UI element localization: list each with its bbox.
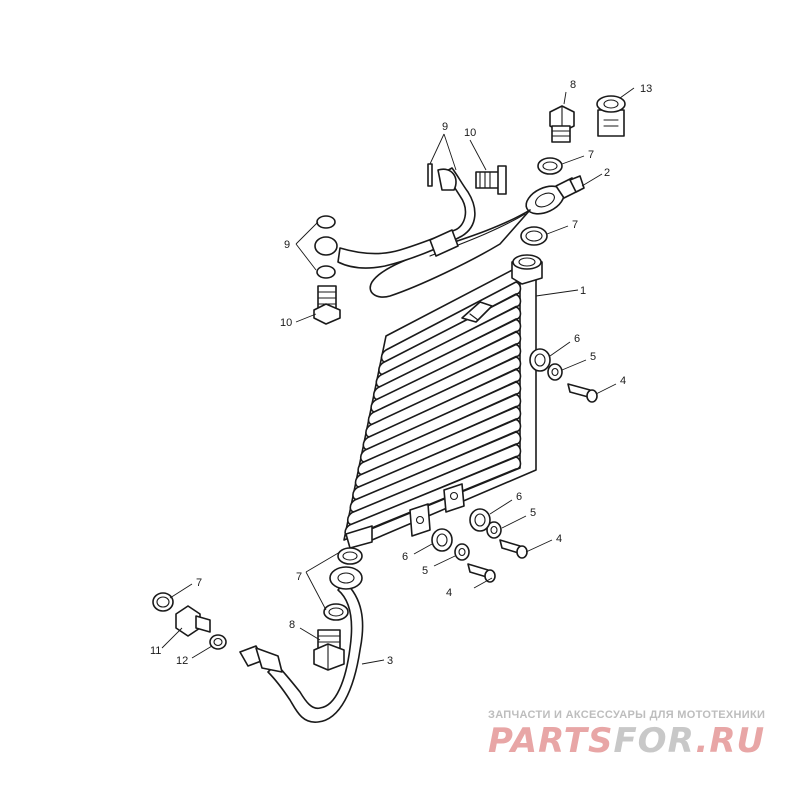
callout-7d: 7 [196,577,202,589]
oil-cooler-radiator [343,254,543,549]
callout-9b: 9 [284,239,290,251]
watermark-logo-ru: .RU [695,721,765,761]
upper-banjo-fitting [525,175,585,215]
callout-labels: 1 2 3 4 4 4 5 5 5 6 6 6 7 7 7 7 8 8 9 9 … [150,79,652,667]
banjo-bolt-8-top [549,105,575,143]
callout-12: 12 [176,655,188,667]
callout-7c: 7 [296,571,302,583]
callout-4c: 4 [446,587,452,599]
cooler-fins [344,281,522,538]
o-ring-7-left [152,592,174,612]
callout-5a: 5 [590,351,596,363]
callout-13: 13 [640,83,652,95]
o-ring-7-top [537,157,563,175]
callout-6b: 6 [516,491,522,503]
watermark-logo-parts: PARTS [488,721,613,761]
callout-1: 1 [580,285,586,297]
watermark-logo-for: FOR [613,721,695,761]
upper-oil-hose [337,167,531,298]
callout-6c: 6 [402,551,408,563]
cooler-fin [344,456,522,538]
watermark: ЗАПЧАСТИ И АКСЕССУАРЫ ДЛЯ МОТОТЕХНИКИ PA… [488,709,765,761]
washer-12 [209,634,227,650]
washer-5-middle [486,521,502,539]
watermark-logo: PARTSFOR.RU [488,721,765,761]
o-ring-7-cooler [520,226,548,246]
callout-8b: 8 [289,619,295,631]
grommet-6-middle [469,508,491,532]
leader-lines [161,87,635,665]
callout-9a: 9 [442,121,448,133]
callout-8a: 8 [570,79,576,91]
callout-3: 3 [387,655,393,667]
callout-10a: 10 [464,127,476,139]
adapter-11 [175,605,211,637]
grommet-6-lower [431,528,453,552]
watermark-tagline: ЗАПЧАСТИ И АКСЕССУАРЫ ДЛЯ МОТОТЕХНИКИ [488,709,765,721]
clip-9-upper [427,163,457,191]
grommet-6-upper [529,348,551,372]
bolt-4-lower [467,563,496,583]
callout-11: 11 [150,645,161,657]
o-ring-7-lower-b [323,603,349,621]
washer-5-upper [547,363,563,381]
callout-6a: 6 [574,333,580,345]
bolt-4-upper [567,383,598,403]
callout-7a: 7 [588,149,594,161]
washer-5-lower [454,543,470,561]
callout-4b: 4 [556,533,562,545]
callout-5c: 5 [422,565,428,577]
o-ring-7-lower-a [337,547,363,565]
callout-4a: 4 [620,375,626,387]
banjo-bolt-8-bottom [313,629,345,671]
bolt-10-left [313,285,341,325]
bolt-10-upper [475,165,507,195]
union-13 [596,95,626,137]
callout-5b: 5 [530,507,536,519]
callout-10b: 10 [280,317,292,329]
lower-oil-hose [239,566,364,723]
bolt-4-middle [499,539,528,559]
clip-9-left [314,215,338,279]
callout-7b: 7 [572,219,578,231]
callout-2: 2 [604,167,610,179]
